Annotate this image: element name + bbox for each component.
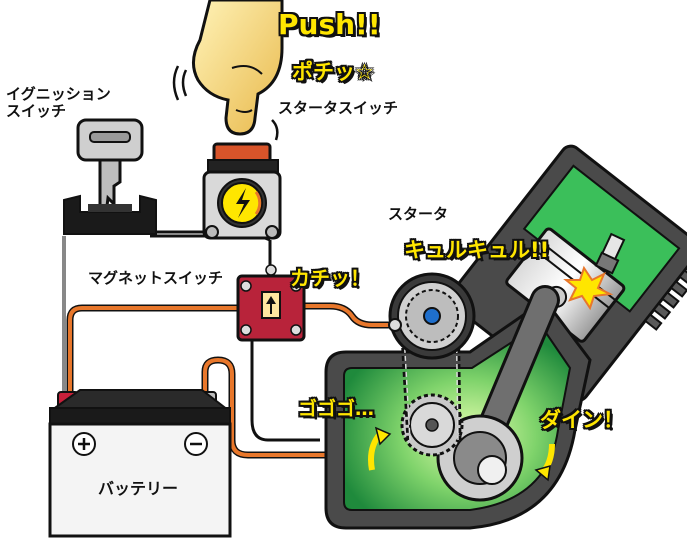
magnet-switch [236, 264, 306, 342]
ignition-switch-label: イグニッション スイッチ [6, 85, 111, 121]
pushing-hand [172, 0, 284, 141]
battery-label: バッテリー [98, 479, 179, 498]
starter-switch [202, 142, 282, 240]
orange-wires [66, 302, 399, 459]
battery [48, 389, 232, 538]
ignition-switch-label-line2: スイッチ [6, 102, 67, 121]
starter-switch-label: スタータスイッチ [278, 99, 399, 117]
kyuru-callout: キュルキュル!! [404, 238, 550, 262]
ignition-key [76, 118, 144, 217]
kachi-callout: カチッ！ [290, 266, 370, 290]
starter-label: スタータ [388, 205, 449, 223]
starter-motor [388, 272, 476, 360]
ignition-switch-label-line1: イグニッション [6, 85, 111, 103]
ignition-switch-body [63, 194, 157, 235]
engine [324, 144, 687, 530]
gogogo-callout: ゴゴゴ… [298, 398, 375, 420]
magnet-switch-label: マグネットスイッチ [88, 269, 224, 287]
dain-callout: ダイン！ [540, 408, 624, 432]
spark-plug [594, 232, 626, 275]
pochi-callout: ポチッ☆ [292, 60, 374, 84]
push-callout: Push!! [278, 8, 381, 41]
